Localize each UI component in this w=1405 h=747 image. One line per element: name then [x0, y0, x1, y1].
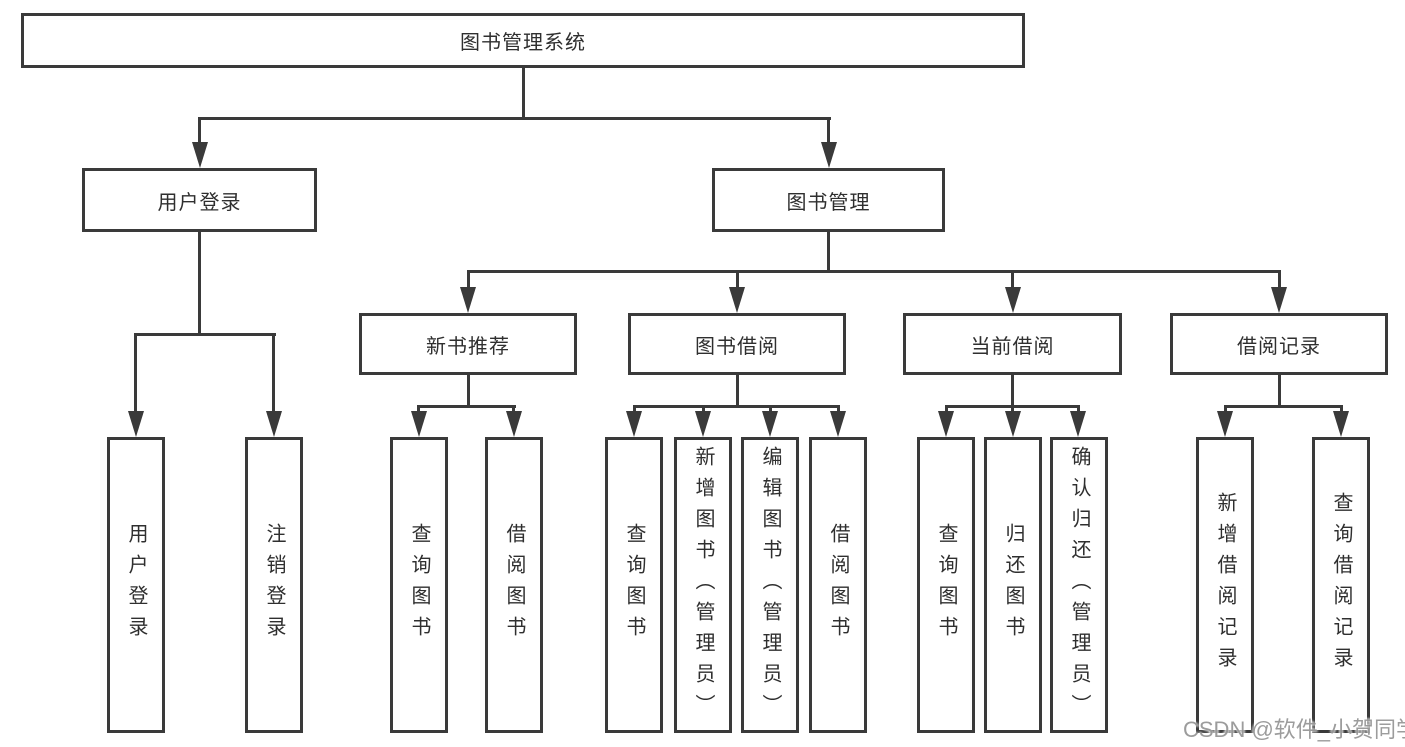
- node-current-borrowing: 当前借阅: [903, 313, 1122, 375]
- connector-stem: [466, 270, 470, 290]
- node-book-borrowing: 图书借阅: [628, 313, 846, 375]
- leaf-return-books: 归还图书: [984, 437, 1042, 733]
- leaf-label: 确认归还（管理员）: [1068, 445, 1090, 725]
- leaf-confirm-return-admin: 确认归还（管理员）: [1050, 437, 1108, 733]
- leaf-edit-books-admin: 编辑图书（管理员）: [741, 437, 799, 733]
- arrowhead-down: [1004, 287, 1021, 313]
- node-label: 图书管理系统: [460, 32, 586, 54]
- connector-stem: [134, 333, 137, 413]
- node-label: 图书借阅: [695, 335, 779, 358]
- node-label: 用户登录: [157, 191, 242, 214]
- leaf-label: 借阅图书: [827, 523, 849, 647]
- connector-stem: [827, 232, 830, 273]
- node-user-login: 用户登录: [82, 168, 317, 232]
- arrowhead-down: [1070, 411, 1086, 437]
- arrowhead-down: [191, 142, 208, 168]
- arrowhead-down: [695, 411, 711, 437]
- connector-stem: [1339, 405, 1343, 414]
- node-borrowing-records: 借阅记录: [1170, 313, 1388, 375]
- node-book-management: 图书管理: [712, 168, 945, 232]
- leaf-add-borrow-record: 新增借阅记录: [1196, 437, 1254, 733]
- arrowhead-down: [505, 411, 522, 437]
- leaf-query-books-current: 查询图书: [917, 437, 975, 733]
- connector-stem: [1011, 405, 1014, 414]
- connector-bus: [134, 333, 276, 336]
- connector-stem: [1277, 375, 1281, 408]
- arrowhead-down: [938, 411, 954, 437]
- connector-stem: [836, 405, 840, 414]
- leaf-label: 新增借阅记录: [1214, 492, 1236, 678]
- arrowhead-down: [1004, 411, 1021, 437]
- leaf-label: 编辑图书（管理员）: [759, 445, 781, 725]
- leaf-borrow-books-recommend: 借阅图书: [485, 437, 543, 733]
- leaf-label: 查询图书: [935, 523, 957, 647]
- connector-stem: [1277, 270, 1281, 290]
- leaf-label: 查询图书: [408, 523, 430, 647]
- connector-bus: [1223, 405, 1342, 408]
- leaf-label: 借阅图书: [503, 523, 525, 647]
- connector-stem: [1011, 375, 1014, 408]
- connector-stem: [735, 270, 739, 290]
- connector-stem: [632, 405, 636, 414]
- arrowhead-down: [265, 411, 282, 437]
- arrowhead-down: [762, 411, 778, 437]
- arrowhead-down: [1217, 411, 1233, 437]
- leaf-query-books-borrowing: 查询图书: [605, 437, 663, 733]
- connector-root-bus: [198, 117, 831, 120]
- connector-stem: [1011, 270, 1014, 290]
- arrowhead-down: [1271, 287, 1287, 313]
- connector-stem: [1223, 405, 1227, 414]
- connector-stem: [768, 405, 772, 414]
- csdn-watermark: CSDN @软件_小贺同学: [1183, 717, 1405, 742]
- node-label: 图书管理: [786, 191, 871, 214]
- connector-bus: [466, 270, 1281, 273]
- arrowhead-down: [1333, 411, 1349, 437]
- connector-stem: [827, 117, 830, 145]
- arrowhead-down: [127, 411, 144, 437]
- node-label: 当前借阅: [970, 335, 1055, 358]
- leaf-user-login: 用户登录: [107, 437, 165, 733]
- connector-root-stem: [521, 68, 525, 119]
- connector-bus: [417, 405, 516, 408]
- connector-stem: [272, 333, 275, 413]
- leaf-logout: 注销登录: [245, 437, 303, 733]
- node-root-library-system: 图书管理系统: [21, 13, 1025, 68]
- connector-stem: [735, 375, 739, 408]
- connector-stem: [198, 117, 201, 145]
- node-label: 借阅记录: [1237, 335, 1321, 358]
- arrowhead-down: [460, 287, 476, 313]
- leaf-query-books-recommend: 查询图书: [390, 437, 448, 733]
- connector-stem: [944, 405, 948, 414]
- arrowhead-down: [820, 142, 837, 168]
- arrowhead-down: [410, 411, 427, 437]
- leaf-borrow-books: 借阅图书: [809, 437, 867, 733]
- connector-stem: [1076, 405, 1080, 414]
- arrowhead-down: [729, 287, 745, 313]
- connector-stem: [701, 405, 705, 414]
- leaf-label: 注销登录: [263, 523, 285, 647]
- arrowhead-down: [626, 411, 642, 437]
- connector-bus: [632, 405, 839, 408]
- leaf-label: 新增图书（管理员）: [692, 445, 714, 725]
- node-new-book-recommend: 新书推荐: [359, 313, 577, 375]
- leaf-query-borrow-record: 查询借阅记录: [1312, 437, 1370, 733]
- node-label: 新书推荐: [426, 335, 510, 358]
- leaf-add-books-admin: 新增图书（管理员）: [674, 437, 732, 733]
- leaf-label: 查询借阅记录: [1330, 492, 1352, 678]
- arrowhead-down: [830, 411, 846, 437]
- leaf-label: 用户登录: [125, 523, 147, 647]
- connector-stem: [512, 405, 515, 414]
- connector-stem: [417, 405, 420, 414]
- leaf-label: 归还图书: [1002, 523, 1024, 647]
- connector-stem: [198, 232, 201, 336]
- leaf-label: 查询图书: [623, 523, 645, 647]
- connector-stem: [466, 375, 470, 408]
